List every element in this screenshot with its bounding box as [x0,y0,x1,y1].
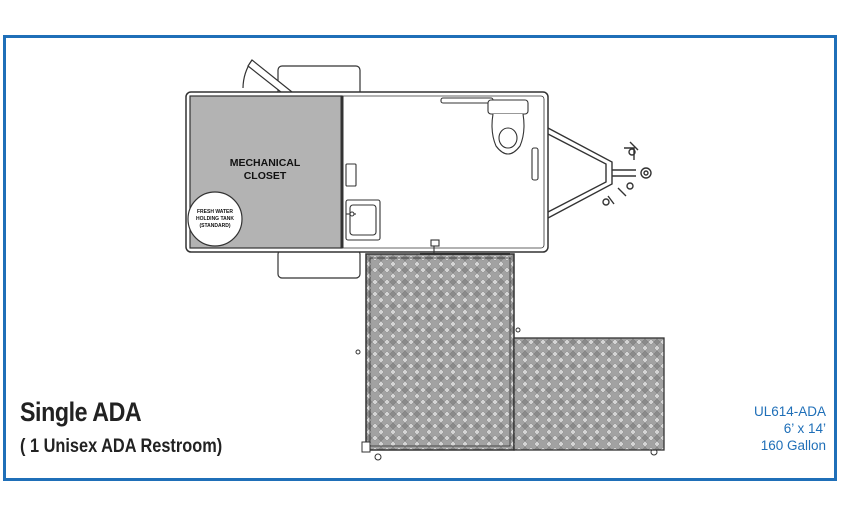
bottom-step [277,249,361,279]
blue-frame [3,35,837,481]
tank-capacity: 160 Gallon [760,438,826,453]
tank-label-line1: FRESH WATER [197,209,233,215]
plan-subtitle: ( 1 Unisex ADA Restroom) [20,436,223,457]
closet-label-line2: CLOSET [244,170,287,182]
model-number: UL614-ADA [753,404,826,419]
fresh-water-tank [187,191,243,247]
tank-label-line2: HOLDING TANK [196,216,234,222]
closet-label-line1: MECHANICAL [230,157,301,169]
plan-title: Single ADA [20,397,142,427]
ada-ramp-platform [355,253,658,461]
tank-label-line3: (STANDARD) [199,223,230,229]
trailer-hitch [547,127,652,219]
model-specs: UL614-ADA 6’ x 14’ 160 Gallon [754,403,826,454]
restroom-fixtures [345,97,539,241]
dimensions: 6’ x 14’ [783,421,826,436]
ada-ramp-extension [513,337,665,451]
